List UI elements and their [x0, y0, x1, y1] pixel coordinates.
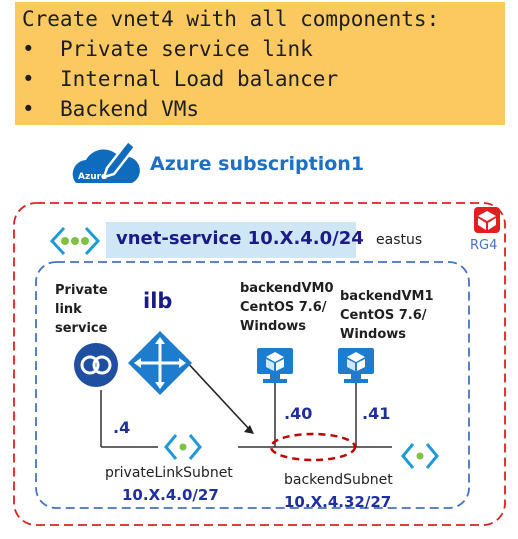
vnet-boundary [35, 261, 470, 509]
vm0-os-line-1: CentOS 7.6/ [240, 300, 327, 315]
private-link-icon [74, 343, 118, 387]
subnet-icon [164, 434, 202, 460]
task-title: Create vnet4 with all components: [22, 7, 440, 31]
resource-group-label: RG4 [470, 238, 498, 253]
subnet-icon [401, 443, 439, 469]
private-link-label-line-2: link [55, 302, 82, 317]
highlight-ellipse [269, 432, 357, 462]
task-item-3: Backend VMs [59, 97, 200, 121]
vm1-os-line-2: Windows [340, 327, 407, 342]
task-banner [15, 2, 505, 125]
private-link-ip: .4 [113, 418, 131, 437]
ilb-to-backend-arrow [184, 359, 251, 431]
private-link-label-line-3: service [55, 321, 108, 336]
private-link-label: Private link service [55, 281, 108, 338]
backend-subnet-name: backendSubnet [284, 472, 393, 488]
vnet-icon [49, 226, 101, 256]
arrow-head [244, 425, 254, 434]
vm-monitor-icon [257, 348, 293, 383]
vm0-name: backendVM0 [240, 281, 334, 296]
private-link-subnet-name: privateLinkSubnet [105, 465, 233, 481]
vm-monitor-icon [338, 348, 374, 383]
vm0-label: backendVM0 CentOS 7.6/ Windows [240, 279, 334, 336]
vm1-ip: .41 [362, 404, 391, 423]
vm1-os-line-1: CentOS 7.6/ [340, 308, 427, 323]
resource-group-cube-icon [474, 207, 500, 233]
subscription-label: Azure subscription1 [150, 153, 365, 175]
task-item-1: Private service link [59, 37, 313, 61]
vm1-name: backendVM1 [340, 289, 434, 304]
private-link-subnet-cidr: 10.X.4.0/27 [122, 486, 219, 504]
azure-icon-label: Azure [78, 172, 108, 182]
vnet-label: vnet-service 10.X.4.0/24 [116, 228, 364, 249]
vm0-ip: .40 [284, 404, 313, 423]
task-item-2: Internal Load balancer [59, 67, 339, 91]
vnet-region: eastus [376, 232, 423, 248]
task-bullet-3: • Backend VMs [22, 97, 200, 121]
ilb-label: ilb [143, 289, 173, 313]
task-bullet-1: • Private service link [22, 37, 313, 61]
private-link-label-line-1: Private [55, 283, 108, 298]
azure-cloud-pen-icon [72, 139, 140, 183]
vm0-os-line-2: Windows [240, 319, 307, 334]
vnet-header-bg [106, 222, 356, 258]
backend-subnet-cidr: 10.X.4.32/27 [284, 493, 392, 511]
task-bullet-2: • Internal Load balancer [22, 67, 339, 91]
vm1-label: backendVM1 CentOS 7.6/ Windows [340, 287, 434, 344]
load-balancer-icon [128, 331, 192, 395]
resource-group-boundary [13, 202, 506, 526]
